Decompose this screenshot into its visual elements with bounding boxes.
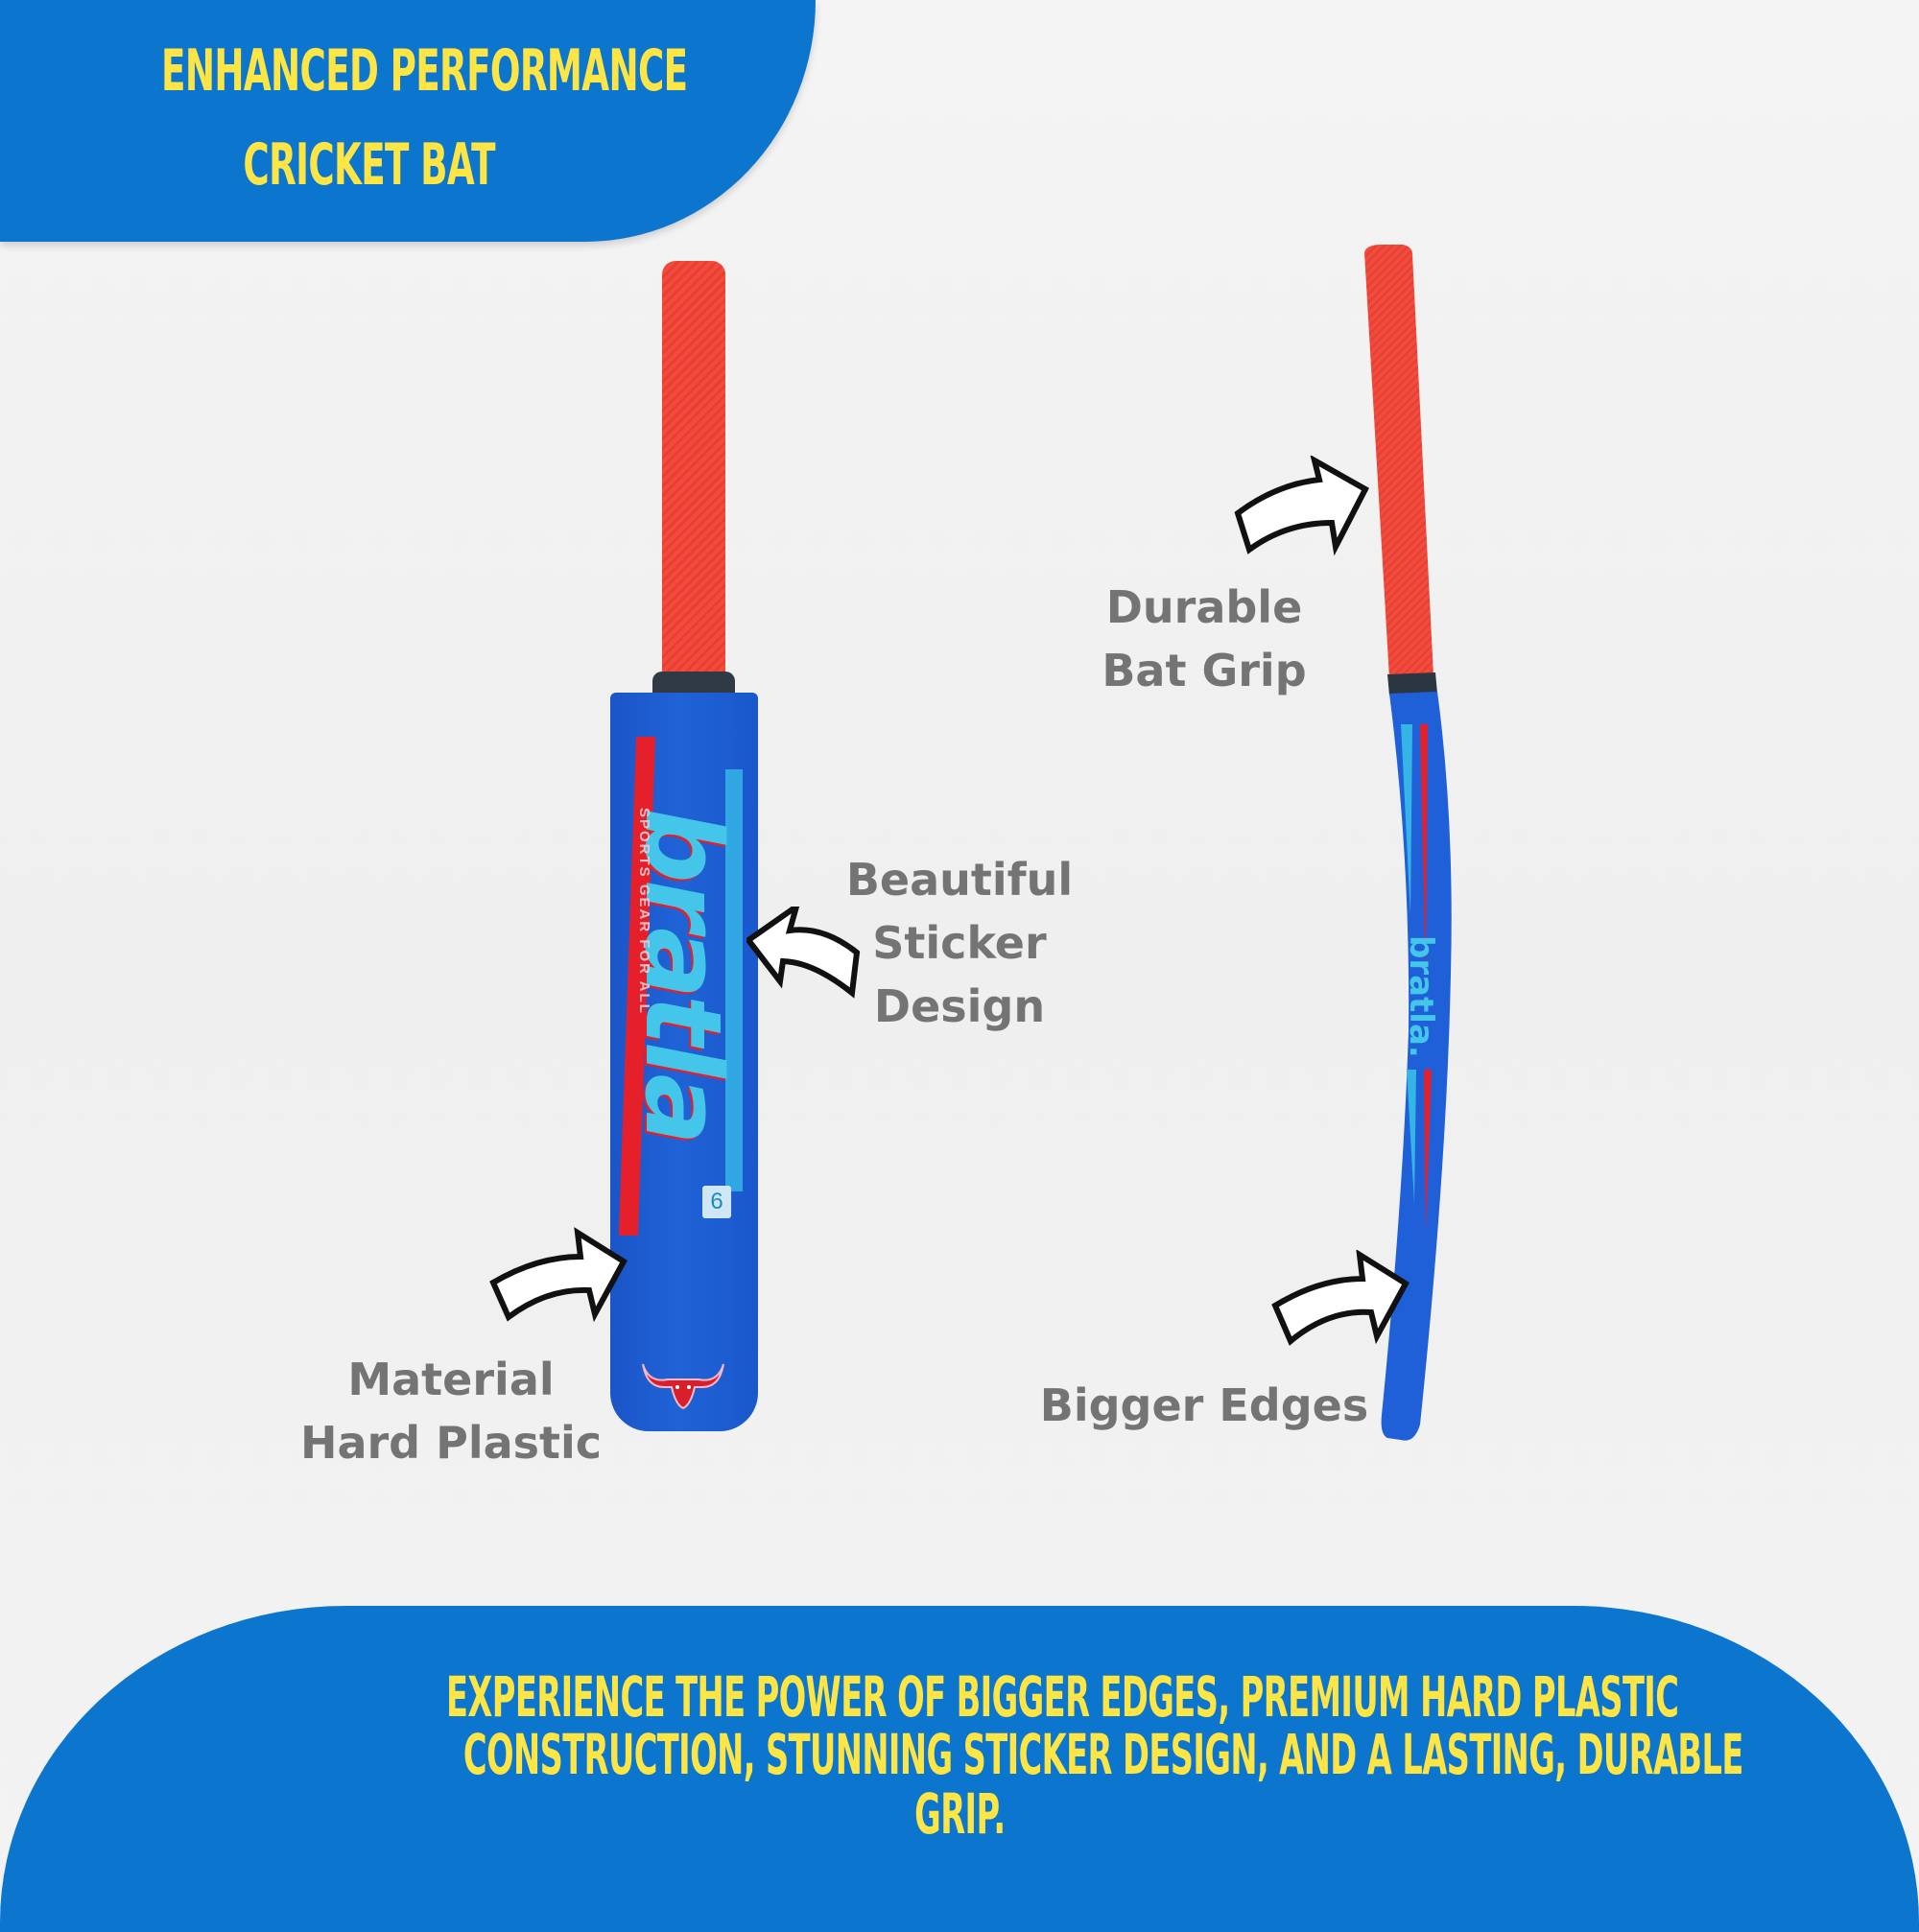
footer-text-line-3: GRIP. (913, 1781, 1006, 1847)
callout-bigger-edges: Bigger Edges (1031, 1374, 1377, 1437)
callout-text: Sticker (872, 917, 1047, 969)
callout-text: Material (347, 1354, 555, 1405)
size-badge: 6 (702, 1186, 731, 1218)
footer-banner (0, 1606, 1919, 1932)
page-title-line-2: CRICKET BAT (243, 131, 496, 199)
page-title-line-1: ENHANCED PERFORMANCE (161, 37, 688, 105)
callout-durable-grip: Durable Bat Grip (1084, 576, 1324, 702)
side-brand-text: bratla. (1402, 935, 1440, 1058)
front-bat-blade: bratla SPORTS GEAR FOR ALL 6 (610, 693, 758, 1431)
callout-text: Bat Grip (1102, 645, 1307, 696)
side-bat-grip (1364, 245, 1433, 678)
front-bat-collar (652, 671, 735, 696)
arrow-icon-grip (1234, 456, 1369, 556)
callout-text: Beautiful (845, 854, 1074, 906)
callout-text: Design (873, 980, 1046, 1032)
footer-text-line-1: EXPERIENCE THE POWER OF BIGGER EDGES, PR… (446, 1664, 1679, 1730)
bull-logo-icon (642, 1363, 724, 1410)
callout-sticker-design: Beautiful Sticker Design (835, 848, 1084, 1038)
arrow-icon-sticker (746, 907, 861, 999)
arrow-icon-material (489, 1227, 628, 1323)
front-bat-grip (662, 261, 725, 679)
side-bat: bratla. (1364, 245, 1452, 1441)
brand-tagline: SPORTS GEAR FOR ALL (636, 808, 652, 1015)
callout-text: Durable (1105, 581, 1303, 633)
footer-text-line-2: CONSTRUCTION, STUNNING STICKER DESIGN, A… (462, 1722, 1743, 1787)
arrow-icon-edges (1271, 1250, 1410, 1346)
blade-cyan-stripe (725, 769, 743, 1191)
callout-text: Hard Plastic (299, 1417, 603, 1469)
callout-text: Bigger Edges (1039, 1379, 1369, 1431)
header-banner (0, 0, 816, 242)
callout-material: Material Hard Plastic (288, 1348, 614, 1474)
